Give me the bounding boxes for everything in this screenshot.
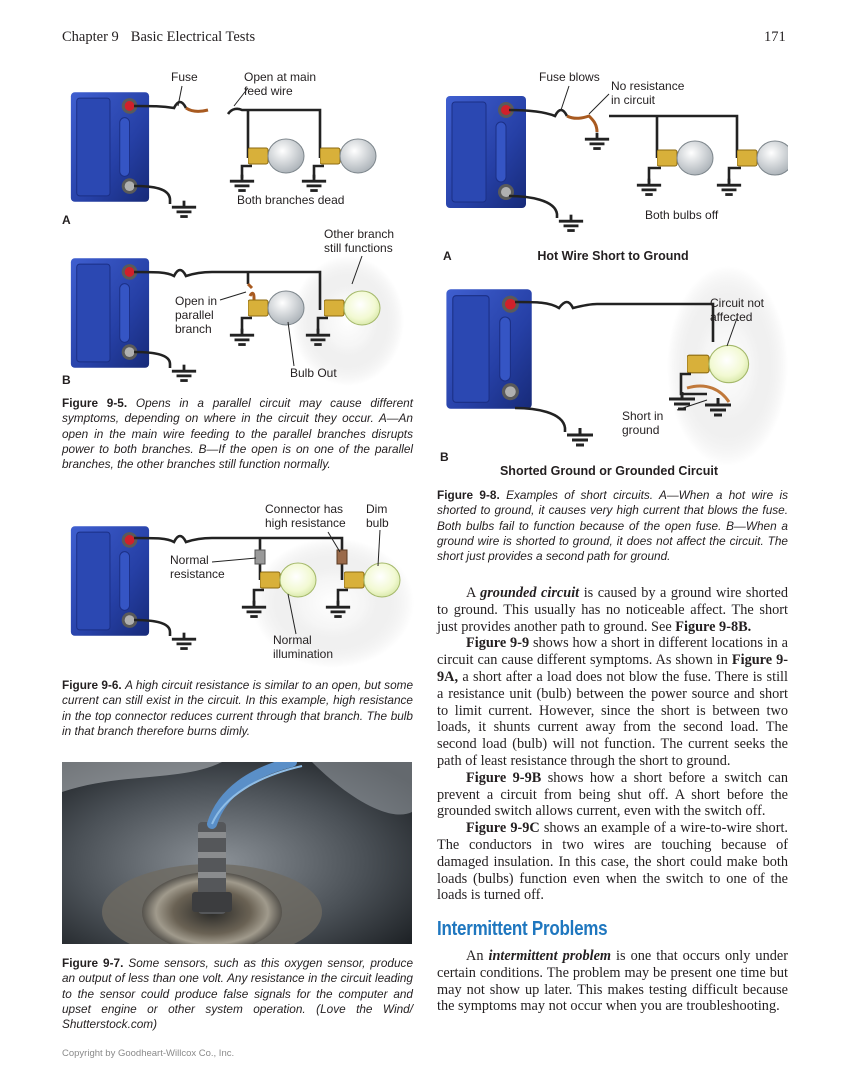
- label-open-main-feed: Open at main feed wire: [244, 70, 317, 98]
- paragraph-grounded-circuit: A grounded circuit is caused by a ground…: [437, 585, 788, 635]
- caption-text: Examples of short circuits. A—When a hot…: [437, 488, 789, 564]
- paragraph-figure-9-9c: Figure 9-9C shows an example of a wire-t…: [437, 820, 789, 904]
- label-normal-resistance: Normal resistance: [170, 553, 225, 581]
- figure-9-6: Connector has high resistance Dim bulb N…: [62, 498, 414, 668]
- caption-label: Figure 9-6.: [62, 678, 122, 692]
- label-dim-bulb: Dim bulb: [366, 502, 389, 530]
- figure-9-5b: Other branch still functions Open in par…: [62, 226, 414, 387]
- chapter-title: Basic Electrical Tests: [130, 29, 256, 45]
- caption-label: Figure 9-5.: [62, 396, 128, 410]
- ref-figure-9-9c: Figure 9-9C: [466, 820, 540, 837]
- label-circuit-not-affected: Circuit not affected: [710, 296, 765, 324]
- label-no-resistance: No resistance in circuit: [611, 79, 685, 107]
- panel-label-b: B: [440, 450, 449, 464]
- panel-label-a: A: [443, 249, 452, 263]
- section-heading-intermittent-problems: Intermittent Problems: [437, 918, 608, 940]
- figure-9-7-photo: [62, 762, 412, 944]
- label-bulb-out: Bulb Out: [290, 366, 337, 380]
- figure-9-8a-diagram: [445, 85, 794, 233]
- caption-label: Figure 9-7.: [62, 956, 124, 970]
- term-intermittent-problem: intermittent problem: [488, 948, 612, 964]
- body-text-lower: An intermittent problem is one that occu…: [437, 948, 788, 1015]
- ref-figure-9-8b: Figure 9-8B.: [675, 618, 752, 635]
- label-open-parallel-branch: Open in parallel branch: [175, 294, 218, 336]
- term-grounded-circuit: grounded circuit: [480, 585, 580, 601]
- caption-figure-9-7: Figure 9-7. Some sensors, such as this o…: [62, 956, 413, 1032]
- figure-9-6-diagram: [70, 525, 414, 668]
- caption-text: Opens in a parallel circuit may cause di…: [62, 396, 413, 472]
- ref-figure-9-9b: Figure 9-9B: [466, 769, 542, 786]
- label-fuse-blows: Fuse blows: [539, 70, 600, 84]
- panel-label-a: A: [62, 213, 71, 227]
- paragraph-figure-9-9b: Figure 9-9B shows how a short before a s…: [437, 769, 788, 820]
- label-fuse: Fuse: [171, 70, 198, 84]
- caption-figure-9-6: Figure 9-6. A high circuit resistance is…: [62, 678, 413, 739]
- label-short-in-ground: Short in ground: [622, 409, 664, 437]
- figure-9-5a-diagram: [70, 85, 377, 219]
- figure-9-8a: Fuse blows No resistance in circuit Both…: [437, 66, 794, 266]
- figure-9-8b-diagram: [445, 266, 788, 466]
- body-text-upper: A grounded circuit is caused by a ground…: [437, 585, 788, 904]
- copyright-footer: Copyright by Goodheart-Willcox Co., Inc.: [62, 1048, 235, 1059]
- caption-text: A high circuit resistance is similar to …: [62, 678, 414, 738]
- ref-figure-9-9a: Figure 9-9A,: [437, 652, 788, 685]
- caption-figure-9-5: Figure 9-5. Opens in a parallel circuit …: [62, 396, 413, 472]
- page-number: 171: [764, 29, 786, 45]
- label-both-bulbs-off: Both bulbs off: [645, 208, 719, 222]
- caption-text: Some sensors, such as this oxygen sensor…: [62, 956, 414, 1032]
- panel-label-b: B: [62, 373, 71, 387]
- label-connector-high-resistance: Connector has high resistance: [265, 502, 346, 530]
- paragraph-figure-9-9: Figure 9-9 shows how a short in differen…: [437, 635, 788, 769]
- running-header: Chapter 9 Basic Electrical Tests: [62, 29, 255, 46]
- label-other-branch: Other branch still functions: [324, 227, 395, 255]
- oxygen-sensor-photo: [62, 762, 412, 944]
- label-both-branches-dead: Both branches dead: [237, 193, 345, 207]
- title-shorted-ground: Shorted Ground or Grounded Circuit: [499, 464, 719, 478]
- figure-9-5a: Fuse Open at main feed wire Both branche…: [62, 66, 414, 227]
- ref-figure-9-9: Figure 9-9: [466, 635, 530, 652]
- label-normal-illumination: Normal illumination: [273, 633, 334, 661]
- caption-label: Figure 9-8.: [437, 488, 500, 502]
- title-hot-wire-short: Hot Wire Short to Ground: [537, 249, 689, 263]
- caption-figure-9-8: Figure 9-8. Examples of short circuits. …: [437, 488, 788, 564]
- figure-9-8b: Circuit not affected Short in ground B S…: [437, 266, 788, 482]
- figure-9-5b-diagram: [70, 255, 404, 386]
- chapter-number: Chapter 9: [62, 29, 119, 45]
- paragraph-intermittent-problem: An intermittent problem is one that occu…: [437, 948, 788, 1015]
